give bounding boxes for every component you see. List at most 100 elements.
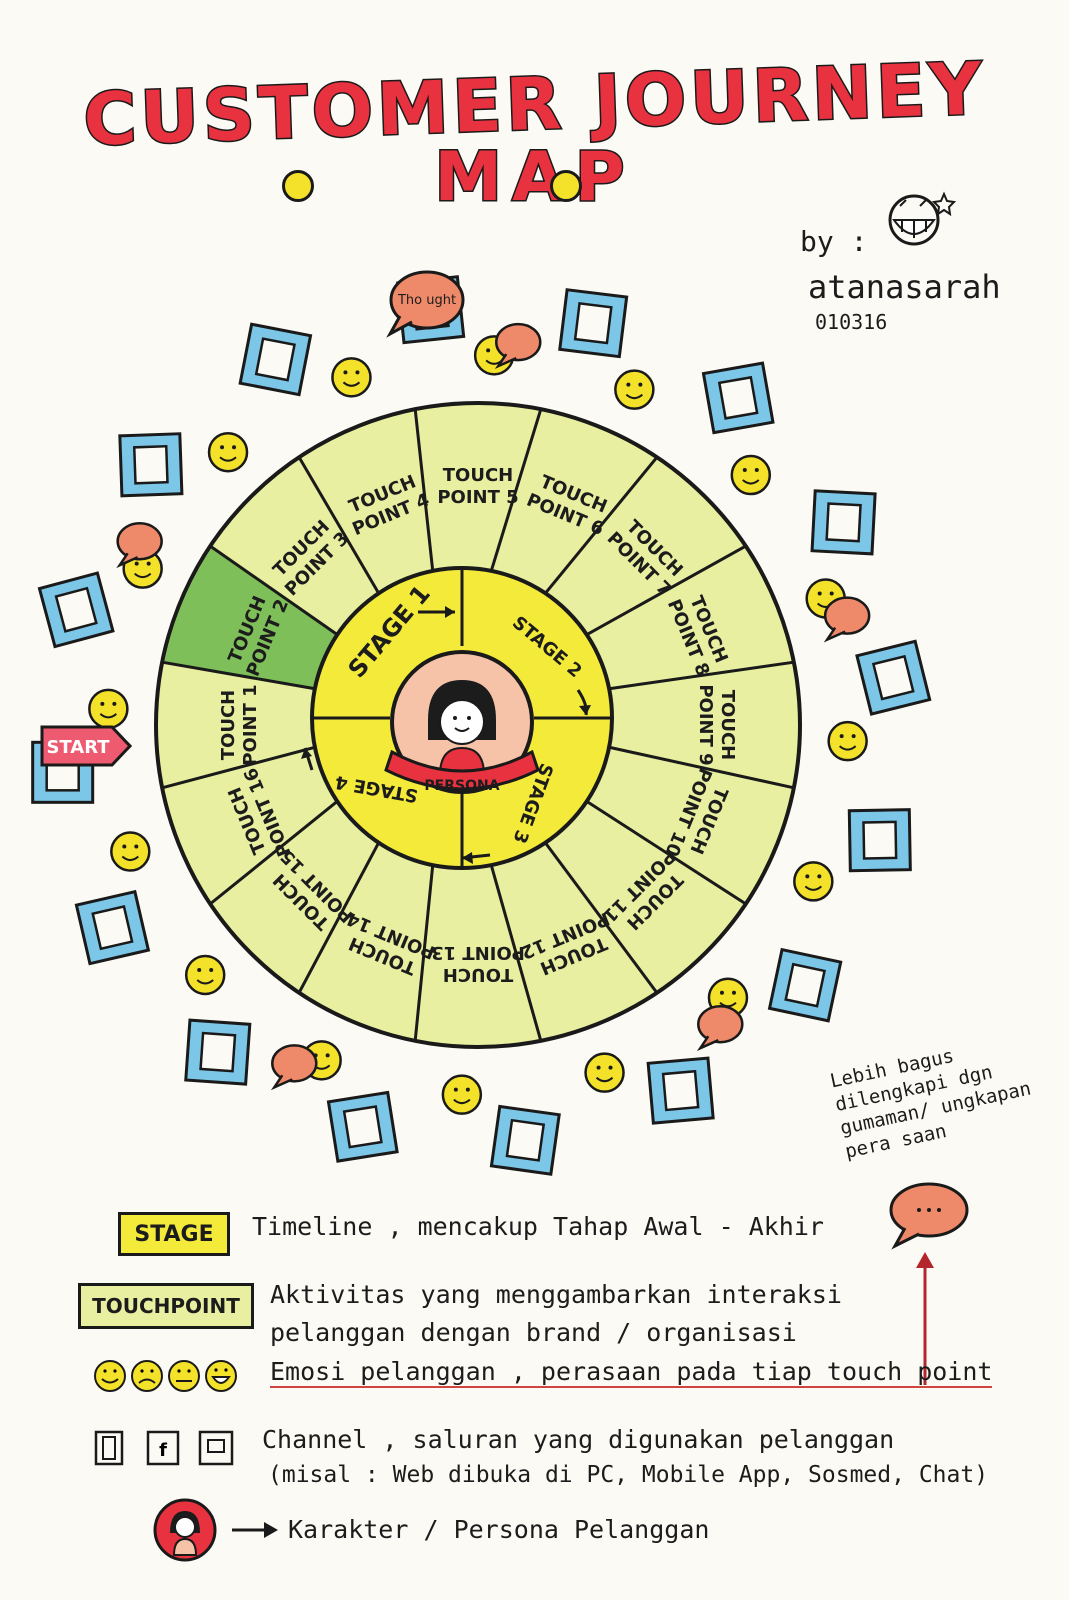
facebook-icon	[646, 1056, 715, 1125]
legend-emotion-icons	[94, 1360, 237, 1392]
segment-divider	[608, 660, 795, 691]
mail-icon	[326, 1090, 399, 1163]
touchpoint-label-line2: POINT 5	[437, 487, 518, 508]
touchpoint-label-line2: POINT 1	[240, 684, 261, 765]
segment-divider	[585, 544, 747, 636]
speech-bubble-icon	[823, 596, 871, 643]
segment-divider	[585, 800, 747, 906]
start-label: START	[46, 737, 110, 758]
happy-face-icon	[94, 1360, 126, 1392]
emotion-face-icon	[614, 369, 655, 410]
legend-touchpoint-tag: TOUCHPOINT	[78, 1283, 254, 1329]
start-tag: START	[40, 725, 132, 767]
tablet-icon	[37, 571, 115, 649]
segment-divider	[297, 842, 380, 994]
mail-icon	[855, 639, 932, 716]
speech-bubble-icon	[696, 1004, 744, 1052]
stage-arrow-head-2	[579, 705, 591, 715]
speech-bubble-icon	[494, 322, 542, 370]
segment-divider	[413, 409, 435, 572]
tv-icon	[489, 1104, 561, 1176]
byline-label: by :	[800, 225, 868, 258]
segment-divider	[489, 864, 543, 1042]
touchpoint-label-line2: POINT 9	[695, 684, 716, 765]
touchpoint-label-9: TOUCHPOINT 9	[695, 684, 738, 765]
emotion-face-icon	[110, 831, 151, 872]
stage-arrow-head-1	[445, 606, 455, 618]
emotion-face-icon	[88, 688, 129, 730]
legend-channel-icons: f	[94, 1430, 234, 1466]
segment-divider	[209, 544, 339, 636]
speech-bubble-icon	[116, 522, 163, 569]
touchpoint-label-5: TOUCHPOINT 5	[437, 465, 518, 508]
segment-divider	[413, 864, 435, 1041]
title-dot-left	[282, 170, 314, 202]
segment-divider	[544, 456, 659, 595]
stage-arrow-head-3	[462, 852, 473, 864]
emotion-face-icon	[793, 861, 834, 902]
touchpoint-2-highlight	[164, 547, 338, 689]
touchpoint-label-line1: TOUCH	[443, 465, 513, 486]
thought-bubble-label: Tho ught	[397, 293, 456, 308]
laptop-icon	[847, 808, 912, 873]
segment-divider	[608, 745, 795, 790]
touchpoint-label-line1: TOUCH	[717, 690, 738, 760]
sad-face-icon	[131, 1360, 163, 1392]
tv-icon	[184, 1018, 252, 1086]
phone-icon	[118, 432, 184, 498]
legend-persona-arrow-icon	[232, 1522, 278, 1538]
note-arrow-icon	[916, 1252, 934, 1385]
segment-divider	[161, 745, 316, 790]
google-icon	[701, 361, 775, 435]
persona-avatar-icon	[428, 680, 496, 776]
legend-emotion-desc: Emosi pelanggan , perasaan pada tiap tou…	[270, 1357, 993, 1388]
grin-face-icon	[205, 1360, 237, 1392]
emotion-face-icon	[331, 357, 372, 398]
legend-persona-icon	[153, 1498, 217, 1562]
note-bubble-icon	[889, 1182, 969, 1250]
legend-channel-desc-2: (misal : Web dibuka di PC, Mobile App, S…	[268, 1462, 989, 1488]
stage-arrow-head-4	[301, 748, 312, 759]
emotion-face-icon	[827, 720, 868, 762]
author-date: 010316	[815, 310, 888, 334]
svg-text:f: f	[159, 1440, 167, 1461]
touchpoint-label-13: TOUCHPOINT 13	[431, 942, 525, 985]
laptop-icon	[74, 889, 151, 966]
laptop-icon	[238, 322, 313, 397]
mail-icon	[810, 489, 877, 556]
segment-divider	[161, 660, 316, 691]
emotion-face-icon	[184, 954, 226, 996]
neutral-face-icon	[168, 1360, 200, 1392]
legend-channel-desc-1: Channel , saluran yang digunakan pelangg…	[262, 1425, 895, 1454]
author-name: atanasarah	[808, 268, 1001, 306]
touchpoint-label-line1: TOUCH	[443, 964, 513, 985]
persona-banner	[384, 749, 540, 791]
touchpoint-label-line2: POINT 13	[431, 942, 525, 963]
phone-icon	[94, 1430, 124, 1466]
title-dot-right	[550, 170, 582, 202]
emotion-face-icon	[441, 1074, 483, 1115]
speech-bubble-icon	[270, 1044, 318, 1091]
legend-touchpoint-desc-1: Aktivitas yang menggambarkan interaksi	[270, 1280, 842, 1309]
grin-face-icon	[888, 191, 957, 246]
persona-banner-label: PERSONA	[424, 778, 499, 794]
touchpoint-label-line1: TOUCH	[218, 690, 239, 760]
thought-bubble-icon: Tho ught	[386, 270, 465, 338]
emotion-face-icon	[730, 454, 772, 496]
chat-icon	[198, 1430, 234, 1466]
segment-divider	[489, 408, 543, 572]
phone-icon	[767, 947, 843, 1023]
segment-divider	[544, 841, 659, 994]
legend-touchpoint-desc-2: pelanggan dengan brand / organisasi	[270, 1318, 797, 1347]
legend-persona-desc: Karakter / Persona Pelanggan	[288, 1515, 710, 1544]
segment-divider	[209, 800, 339, 906]
emotion-face-icon	[584, 1052, 625, 1093]
facebook-icon: f	[146, 1430, 180, 1466]
emotion-face-icon	[207, 431, 249, 473]
page-subtitle: MAP	[433, 137, 635, 219]
facebook-icon	[558, 288, 629, 359]
legend-stage-tag: STAGE	[118, 1212, 230, 1256]
segment-divider	[297, 456, 380, 595]
